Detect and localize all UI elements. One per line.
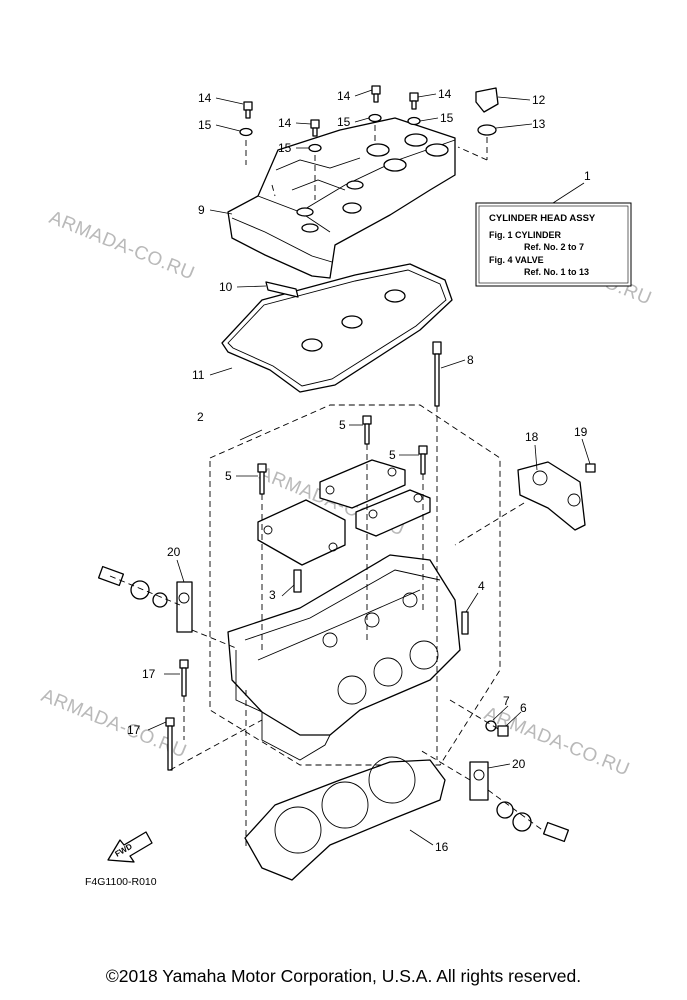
callout-label: 15 — [440, 111, 454, 125]
callout-label: 15 — [198, 118, 212, 132]
legend-box: CYLINDER HEAD ASSY Fig. 1 CYLINDER Ref. … — [475, 182, 632, 287]
callout-numbers: 1 2 3 4 5 5 5 6 7 8 9 10 11 12 13 14 14 … — [127, 87, 591, 854]
legend-line: Ref. No. 2 to 7 — [524, 242, 584, 252]
callout-label: 14 — [337, 89, 351, 103]
stud-bolt — [461, 611, 469, 635]
callout-label: 15 — [278, 141, 292, 155]
callout-label: 17 — [142, 667, 156, 681]
callout-label: 20 — [512, 757, 526, 771]
bolt-8 — [432, 341, 442, 407]
callout-label: 18 — [525, 430, 539, 444]
head-cover-gasket — [221, 263, 453, 393]
copyright-notice: ©2018 Yamaha Motor Corporation, U.S.A. A… — [105, 966, 582, 986]
cylinder-head-gasket — [244, 756, 446, 881]
cylinder-head-cover — [227, 117, 456, 279]
bolt-19 — [585, 463, 596, 473]
small-fasteners — [239, 85, 509, 737]
callout-label: 4 — [478, 579, 485, 593]
callout-label: 13 — [532, 117, 546, 131]
callout-label: 19 — [574, 425, 588, 439]
damper-set-right — [496, 801, 570, 843]
callout-label: 16 — [435, 840, 449, 854]
callout-label: 14 — [278, 116, 292, 130]
callout-label: 11 — [192, 368, 205, 382]
leader-lines — [147, 89, 591, 846]
callout-label: 7 — [503, 694, 510, 708]
callout-label: 1 — [584, 169, 591, 183]
callout-label: 5 — [339, 418, 346, 432]
callout-label: 15 — [337, 115, 351, 129]
cover-clip — [265, 281, 299, 298]
callout-label: 9 — [198, 203, 205, 217]
engine-hanger-left — [176, 581, 193, 633]
damper-set-left — [97, 565, 168, 608]
assembly-guides — [109, 125, 546, 850]
callout-label: 5 — [225, 469, 232, 483]
diagram-code: F4G1100-R010 — [85, 876, 157, 888]
callout-label: 6 — [520, 701, 527, 715]
callout-label: 5 — [389, 448, 396, 462]
legend-line: Fig. 1 CYLINDER — [489, 230, 562, 240]
legend-line: Ref. No. 1 to 13 — [524, 267, 589, 277]
bracket-18 — [517, 461, 586, 531]
callout-label: 17 — [127, 723, 141, 737]
callout-label: 2 — [197, 410, 204, 424]
camshaft-caps — [257, 459, 431, 566]
cylinder-head — [227, 554, 461, 761]
callout-label: 14 — [438, 87, 452, 101]
legend-line: Fig. 4 VALVE — [489, 255, 544, 265]
callout-label: 10 — [219, 280, 233, 294]
watermark: ARMADA-CO.RU — [46, 207, 197, 284]
forward-arrow: FWD — [107, 831, 153, 863]
watermark: ARMADA-CO.RU — [481, 703, 632, 780]
engine-hanger-right — [469, 761, 489, 801]
callout-label: 20 — [167, 545, 181, 559]
callout-label: 12 — [532, 93, 546, 107]
callout-label: 8 — [467, 353, 474, 367]
dowel-pin — [293, 569, 302, 593]
callout-label: 14 — [198, 91, 212, 105]
legend-title: CYLINDER HEAD ASSY — [489, 213, 596, 224]
callout-label: 3 — [269, 588, 276, 602]
assembly-boundary — [209, 404, 501, 766]
